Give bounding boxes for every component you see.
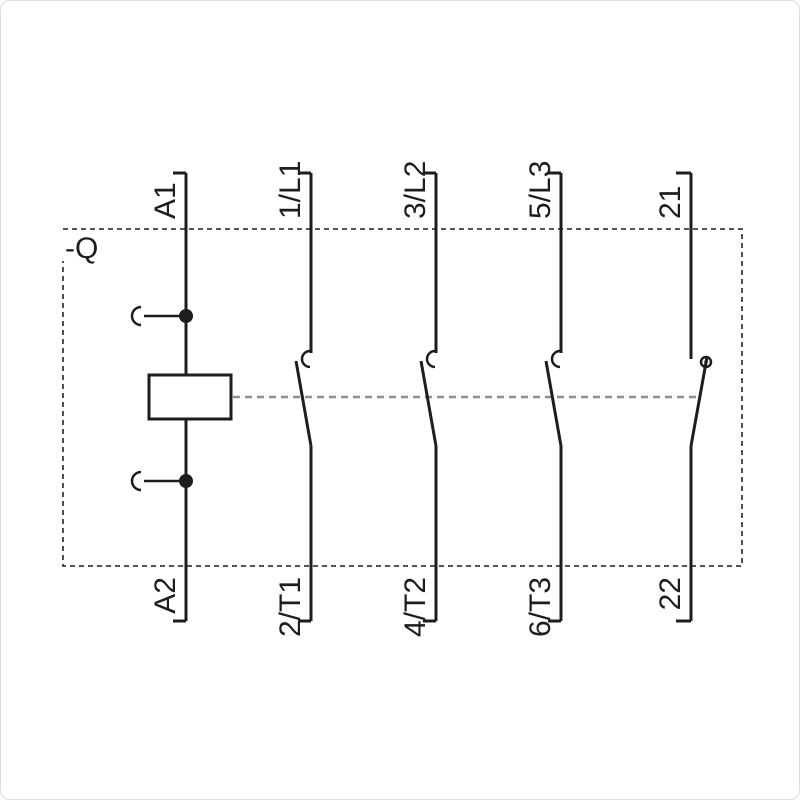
bottom-terminal-labels: A2 2/T1 4/T2 6/T3 22 (149, 577, 687, 637)
terminal-label-a1: A1 (149, 182, 182, 219)
coil-symbol (147, 373, 233, 421)
pole2-fixed-contact-arc (425, 349, 436, 369)
pole3-fixed-contact-arc (550, 349, 561, 369)
main-contact-pole-2 (419, 171, 438, 623)
pole1-fixed-contact-arc (300, 349, 311, 369)
terminal-label-3l2: 3/L2 (399, 161, 432, 219)
coil-terminal-hook-upper (130, 305, 186, 327)
pole1-contact-blade (294, 360, 313, 447)
main-contact-pole-1 (294, 171, 313, 623)
designation-mask (57, 231, 103, 261)
terminal-label-2t1: 2/T1 (274, 577, 307, 637)
terminal-label-6t3: 6/T3 (524, 577, 557, 637)
aux-contact-nc (676, 171, 713, 623)
main-contact-pole-3 (544, 171, 563, 623)
terminal-label-4t2: 4/T2 (399, 577, 432, 637)
terminal-label-22: 22 (654, 577, 687, 610)
device-designation-label: -Q (65, 232, 98, 265)
coil-terminal-hook-lower (130, 470, 186, 492)
pole3-contact-blade (544, 360, 563, 447)
aux-contact-blade (689, 356, 709, 447)
terminal-label-5l3: 5/L3 (524, 161, 557, 219)
pole2-contact-blade (419, 360, 438, 447)
terminal-label-21: 21 (654, 186, 687, 219)
terminal-label-a2: A2 (149, 577, 182, 614)
enclosure-box (62, 228, 743, 567)
terminal-label-1l1: 1/L1 (274, 161, 307, 219)
top-terminal-labels: A1 1/L1 3/L2 5/L3 21 (149, 161, 687, 219)
coil-path (130, 171, 233, 623)
